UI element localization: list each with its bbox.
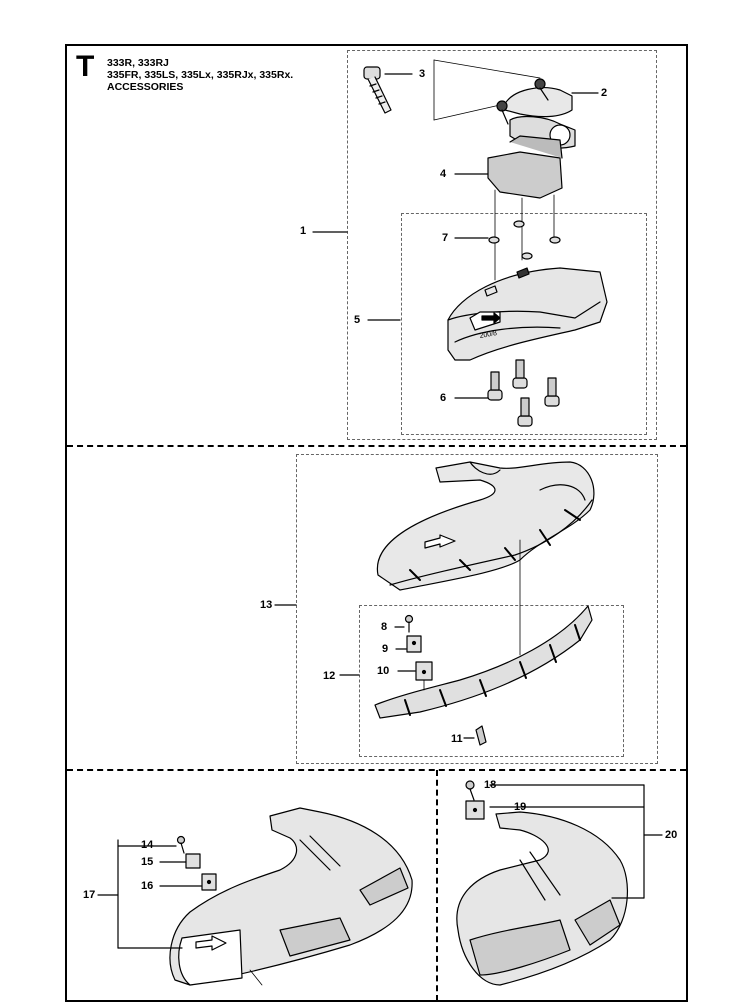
deflector-12	[374, 605, 593, 719]
callout-10: 10	[377, 665, 390, 677]
callout-4: 4	[440, 168, 447, 180]
bolt-shank-3	[367, 76, 392, 114]
section-divider-2	[67, 769, 686, 771]
bolt-head-3	[363, 66, 381, 80]
callout-19: 19	[514, 801, 527, 813]
callout-8: 8	[381, 621, 388, 633]
guard-label: 200/8	[479, 330, 498, 340]
group-box-12	[359, 605, 624, 757]
group-box-5	[401, 213, 647, 435]
group-box-1	[347, 50, 657, 440]
callout-14: 14	[141, 839, 154, 851]
shield-13	[376, 461, 595, 591]
section-divider-1	[67, 445, 686, 447]
nut-15	[185, 853, 201, 869]
bracket-4	[487, 151, 563, 199]
callout-1: 1	[300, 225, 307, 237]
callout-13: 13	[260, 599, 273, 611]
callout-16: 16	[141, 880, 154, 892]
callout-5: 5	[354, 314, 361, 326]
header-models-line1: 333R, 333RJ	[107, 57, 169, 69]
callout-7: 7	[442, 232, 449, 244]
callout-20: 20	[665, 829, 678, 841]
header-models-line2: 335FR, 335LS, 335Lx, 335RJx, 335Rx.	[107, 69, 294, 81]
callout-15: 15	[141, 856, 154, 868]
screws-6	[487, 359, 560, 427]
callout-3: 3	[419, 68, 426, 80]
section-divider-vertical	[436, 770, 438, 1001]
callout-12: 12	[323, 670, 336, 682]
header-title: ACCESSORIES	[107, 81, 184, 93]
callout-11: 11	[451, 733, 463, 745]
section-letter: T	[76, 50, 95, 83]
callout-17: 17	[83, 889, 96, 901]
callout-2: 2	[601, 87, 608, 99]
page-frame	[65, 44, 688, 1002]
guard-5	[447, 267, 608, 361]
callout-9: 9	[382, 643, 389, 655]
group-box-13	[296, 454, 658, 764]
callout-18: 18	[484, 779, 497, 791]
clip-11	[475, 725, 487, 746]
callout-6: 6	[440, 392, 447, 404]
clamp-2	[504, 87, 573, 118]
